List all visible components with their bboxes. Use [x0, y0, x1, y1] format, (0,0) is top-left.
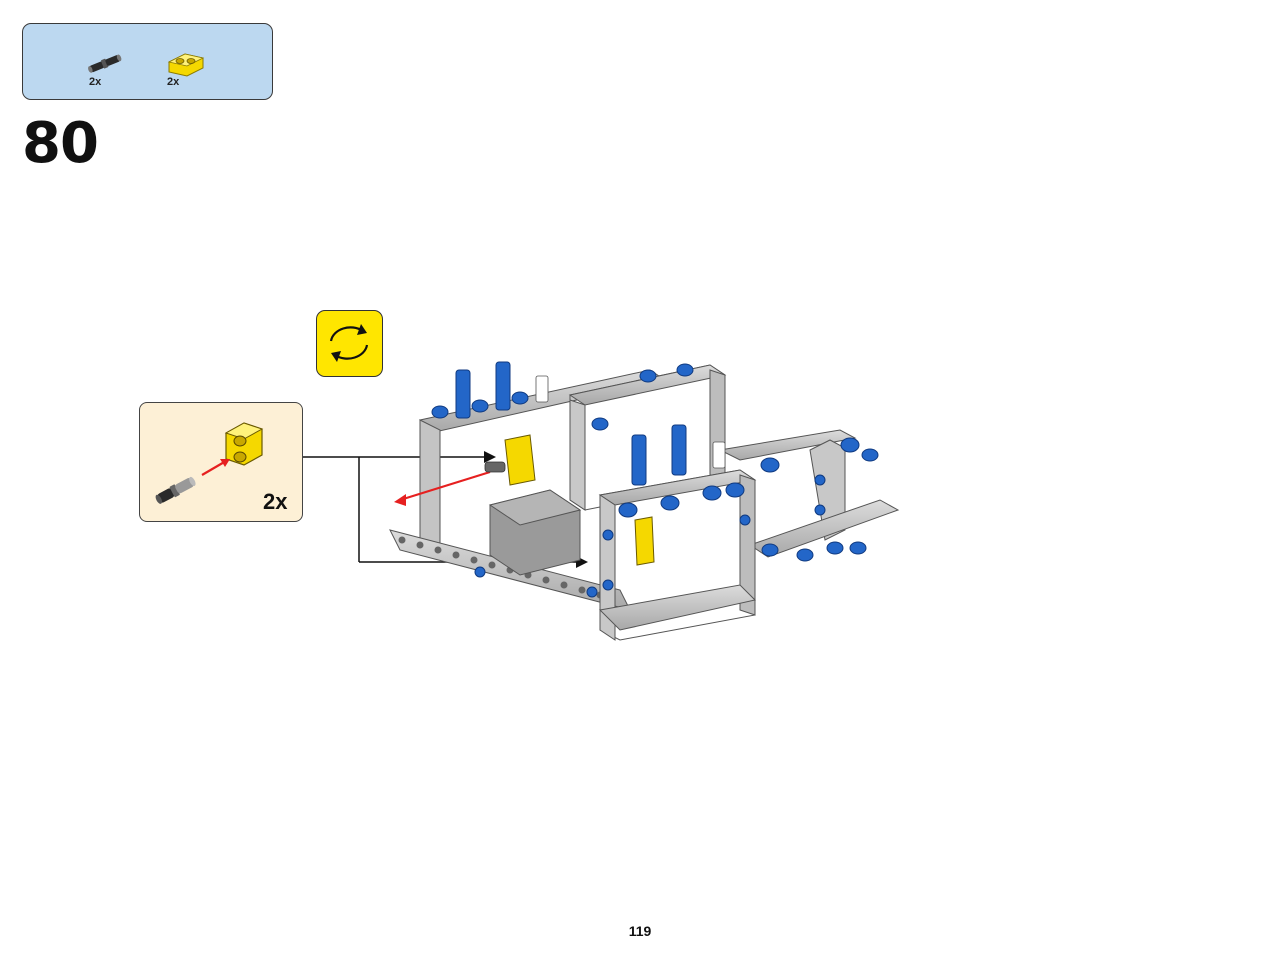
yellow-block-part-icon	[167, 53, 205, 77]
technic-frame-assembly-illustration	[389, 361, 900, 641]
pin-connector-part-icon	[88, 54, 122, 73]
callout-assembly-illustration	[155, 422, 264, 504]
part-qty-label: 2x	[167, 76, 180, 88]
callout-qty-label: 2x	[263, 489, 288, 514]
step-number: 80	[22, 111, 99, 176]
rotate-model-icon	[329, 324, 369, 362]
sub-assembly-callout: 2x	[139, 402, 303, 522]
page-number: 119	[628, 923, 652, 939]
part-qty-label: 2x	[89, 76, 102, 88]
parts-list-box: 2x 2x	[22, 23, 273, 100]
rotate-model-indicator	[316, 310, 383, 377]
